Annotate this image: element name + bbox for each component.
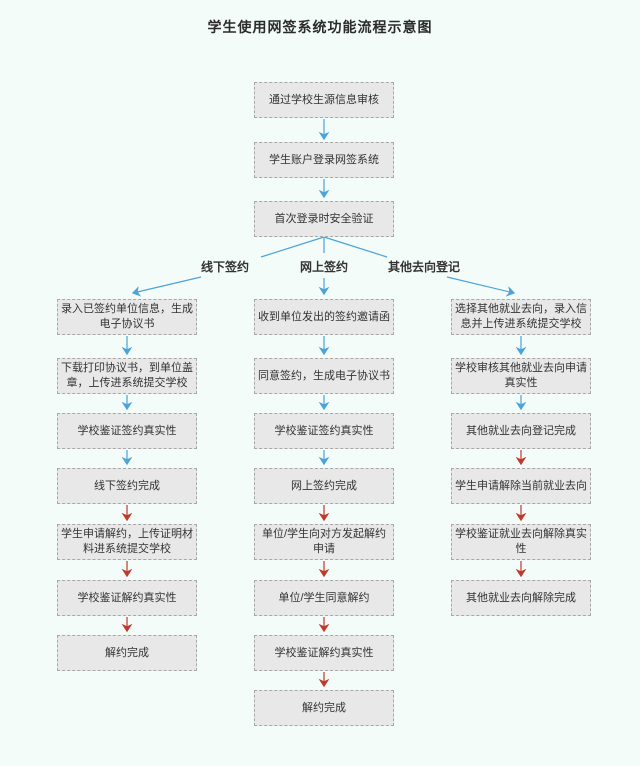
node-online-agree-cancel: 单位/学生同意解约 <box>254 580 394 616</box>
node-offline-apply-cancel: 学生申请解约，上传证明材料进系统提交学校 <box>57 524 197 560</box>
node-offline-cancel-verify: 学校鉴证解约真实性 <box>57 580 197 616</box>
node-online-sign-complete: 网上签约完成 <box>254 468 394 504</box>
node-other-select-destination: 选择其他就业去向，录入信息并上传进系统提交学校 <box>451 299 591 335</box>
node-online-invitation: 收到单位发出的签约邀请函 <box>254 299 394 335</box>
branch-label-online: 网上签约 <box>299 260 349 274</box>
page-title: 学生使用网签系统功能流程示意图 <box>207 19 433 35</box>
node-first-login-security: 首次登录时安全验证 <box>254 201 394 237</box>
node-other-release-verify: 学校鉴证就业去向解除真实性 <box>451 524 591 560</box>
connector-fan-right-upper <box>323 236 388 258</box>
node-school-source-review: 通过学校生源信息审核 <box>254 82 394 118</box>
node-other-register-complete: 其他就业去向登记完成 <box>451 413 591 449</box>
node-student-account-login: 学生账户登录网签系统 <box>254 142 394 178</box>
node-offline-school-verify: 学校鉴证签约真实性 <box>57 413 197 449</box>
connector-fan-left-upper <box>260 236 325 258</box>
node-other-school-review: 学校审核其他就业去向申请真实性 <box>451 358 591 394</box>
node-offline-cancel-complete: 解约完成 <box>57 635 197 671</box>
node-online-cancel-verify: 学校鉴证解约真实性 <box>254 635 394 671</box>
node-online-cancel-complete: 解约完成 <box>254 690 394 726</box>
node-online-school-verify: 学校鉴证签约真实性 <box>254 413 394 449</box>
node-offline-print-upload: 下载打印协议书，到单位盖章，上传进系统提交学校 <box>57 358 197 394</box>
node-offline-enter-info: 录入已签约单位信息，生成电子协议书 <box>57 299 197 335</box>
node-online-agree-sign: 同意签约，生成电子协议书 <box>254 358 394 394</box>
connector-fan-right-lower <box>446 276 516 297</box>
node-other-release-complete: 其他就业去向解除完成 <box>451 580 591 616</box>
connector-fan-left-lower <box>131 276 202 297</box>
node-online-cancel-request: 单位/学生向对方发起解约申请 <box>254 524 394 560</box>
branch-label-offline: 线下签约 <box>200 260 250 274</box>
node-offline-sign-complete: 线下签约完成 <box>57 468 197 504</box>
branch-label-other: 其他去向登记 <box>387 260 461 274</box>
node-other-apply-release: 学生申请解除当前就业去向 <box>451 468 591 504</box>
